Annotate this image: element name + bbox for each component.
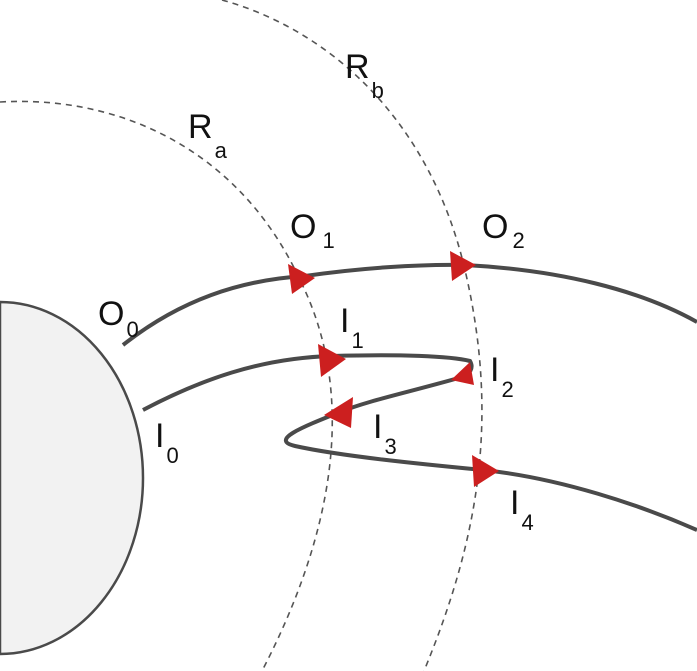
label-i2-subscript: 2 [501, 377, 513, 402]
boundary-rb [221, 0, 483, 671]
arrow-o2-icon [450, 251, 476, 281]
outer-path [121, 262, 697, 347]
label-i4: I4 [510, 484, 534, 535]
label-o2-symbol: O [482, 208, 508, 246]
label-i3-symbol: I [373, 408, 382, 446]
label-ra-symbol: R [188, 108, 213, 146]
label-o2-subscript: 2 [512, 228, 524, 253]
inner-path [142, 353, 697, 532]
label-rb-subscript: b [372, 78, 384, 103]
label-i2: I2 [490, 351, 514, 402]
arrow-o1-icon [288, 264, 315, 294]
arrow-i1-icon [318, 344, 346, 377]
label-ra-subscript: a [215, 138, 228, 163]
label-i1-subscript: 1 [351, 328, 363, 353]
label-i3-subscript: 3 [384, 434, 396, 459]
label-o0-subscript: 0 [126, 317, 138, 342]
label-i0: I0 [155, 417, 179, 468]
label-i3: I3 [373, 408, 397, 459]
label-i2-symbol: I [490, 351, 499, 389]
label-ra: Ra [188, 108, 228, 163]
label-o1-subscript: 1 [322, 228, 334, 253]
arrow-i2-icon [451, 362, 474, 385]
arrow-i4-icon [472, 455, 499, 487]
label-i1-symbol: I [340, 302, 349, 340]
label-i0-symbol: I [155, 417, 164, 455]
label-i1: I1 [340, 302, 364, 353]
label-o0-symbol: O [98, 295, 124, 333]
arrow-i3-icon [324, 397, 353, 428]
label-o0: O0 [98, 295, 139, 342]
label-i4-symbol: I [510, 484, 519, 522]
label-rb-symbol: R [345, 48, 370, 86]
central-body [0, 300, 145, 656]
label-o1-symbol: O [290, 208, 316, 246]
label-i0-subscript: 0 [166, 443, 178, 468]
label-i4-subscript: 4 [521, 510, 533, 535]
label-rb: Rb [345, 48, 384, 103]
